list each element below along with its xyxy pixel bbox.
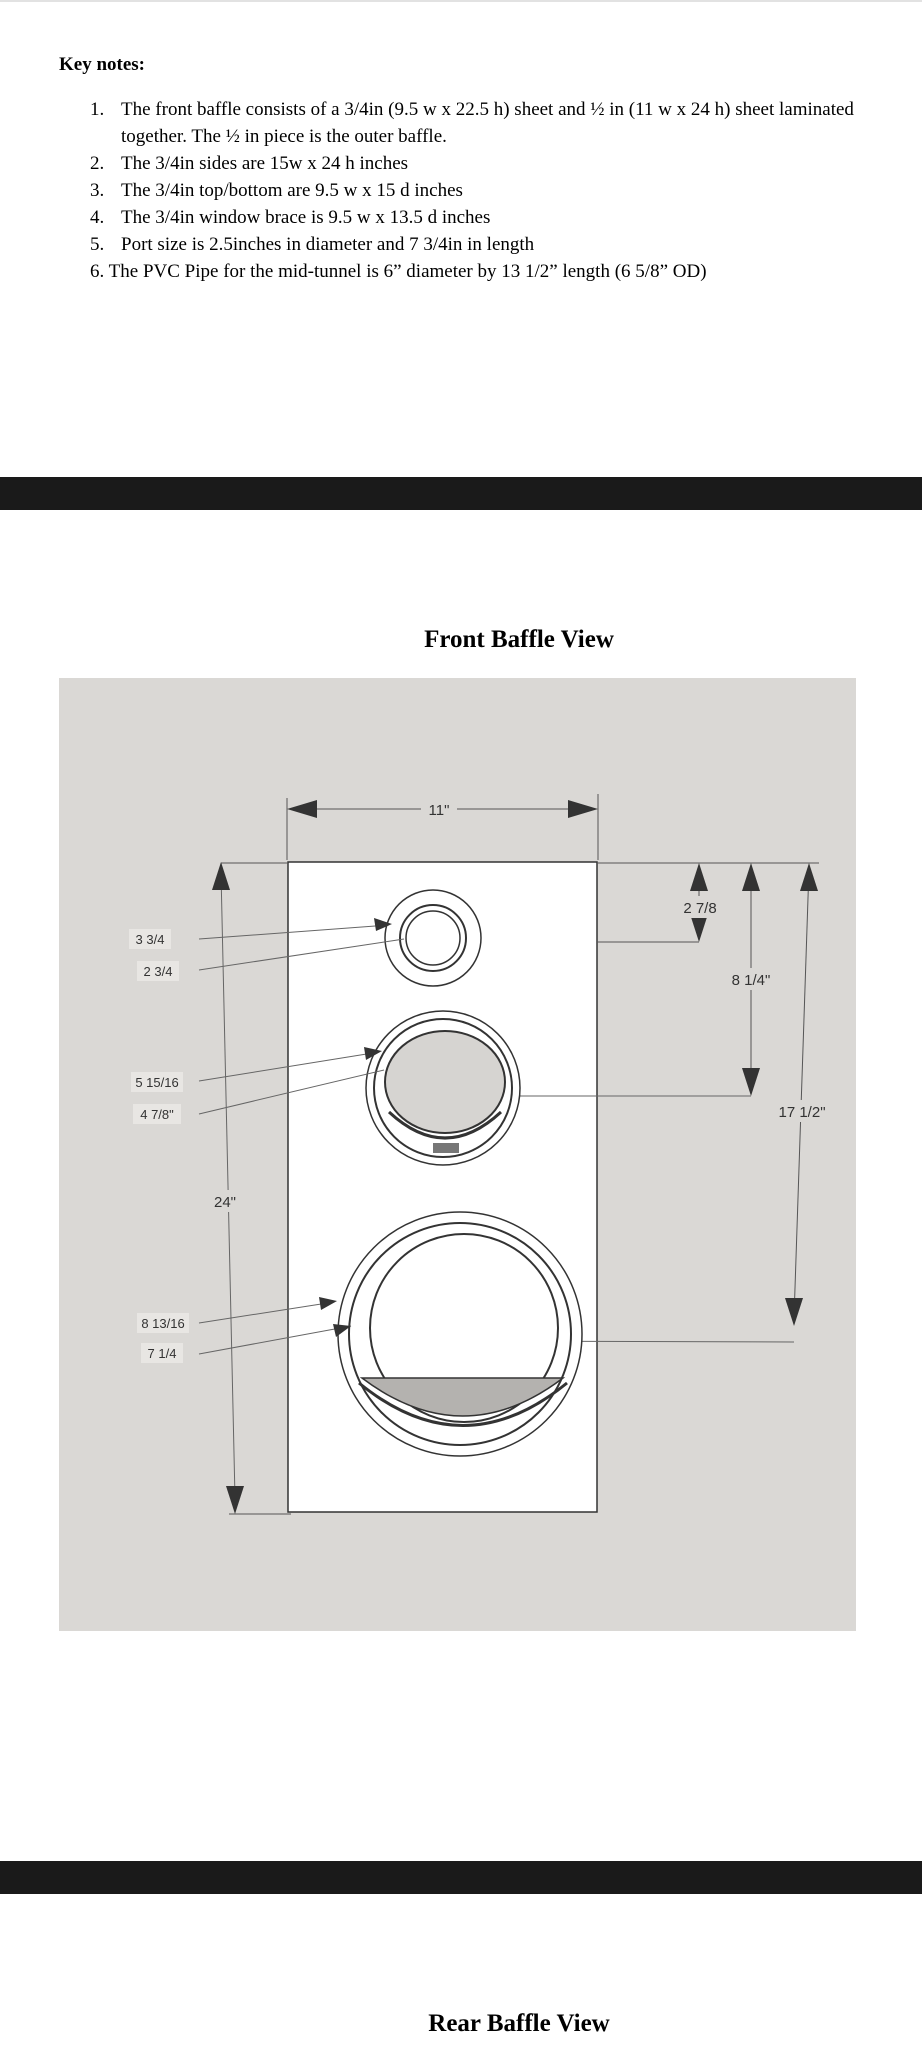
mid-offset-label: 8 1/4" [732,972,771,989]
arrow-down-icon [785,1298,803,1326]
rear-baffle-title: Rear Baffle View [428,2010,610,2037]
note-item-2: 2. The 3/4in sides are 15w x 24 h inches [90,150,920,177]
bottom-offset-label: 17 1/2" [778,1104,825,1121]
arrow-down-icon [690,914,708,942]
woofer-inner-label: 7 1/4 [148,1346,177,1361]
top-offset-label-bg [674,896,726,918]
top-divider [0,0,922,2]
mid-brace [433,1143,459,1153]
bottom-offset-label-bg [771,1100,833,1122]
note-number: 5. [90,234,105,255]
mid-offset-label-bg [723,968,779,990]
mid-tunnel-lip [387,1110,503,1140]
note-text: Port size is 2.5inches in diameter and 7… [121,234,535,255]
note-item-6: 6. The PVC Pipe for the mid-tunnel is 6”… [90,258,920,285]
note-text: The 3/4in top/bottom are 9.5 w x 15 d in… [121,180,463,201]
woofer-hole [369,1233,559,1423]
arrow-up-icon [690,863,708,891]
front-baffle-title: Front Baffle View [424,626,614,653]
arrow-left-icon [287,800,317,818]
height-label-bg [209,1190,241,1212]
note-number: 3. [90,180,105,201]
mid-outer-label: 5 15/16 [135,1075,178,1090]
page-separator [0,477,922,510]
note-item-3: 3. The 3/4in top/bottom are 9.5 w x 15 d… [90,177,920,204]
port-inner-label: 2 3/4 [144,964,173,979]
note-number: 6. [90,261,105,282]
port-inner-label-bg [137,961,179,981]
note-number: 1. [90,99,105,120]
bottom-offset-line [793,867,810,1319]
leader-line [198,938,405,971]
note-item-4: 4. The 3/4in window brace is 9.5 w x 13.… [90,204,920,231]
note-item-5: 5. Port size is 2.5inches in diameter an… [90,231,920,258]
note-text: The 3/4in sides are 15w x 24 h inches [121,153,409,174]
leader-line [198,1051,380,1082]
leader-line [198,924,390,940]
arrow-right-icon [568,800,598,818]
baffle-drawing: 11" 24" 2 7/8 8 1/4" 17 1/2" [129,794,833,1515]
height-label: 24" [214,1194,236,1211]
top-offset-label: 2 7/8 [683,900,716,917]
arrow-up-icon [800,863,818,891]
notes-list: 1. The front baffle consists of a 3/4in … [90,96,920,285]
note-text: The 3/4in window brace is 9.5 w x 13.5 d… [121,207,491,228]
note-item-1: 1. The front baffle consists of a 3/4in … [90,96,920,150]
woofer-outer-label-bg [137,1313,189,1333]
height-dim-line [220,872,236,1499]
arrow-right-icon [374,918,392,931]
arrow-down-icon [226,1486,244,1514]
mid-tunnel [384,1030,506,1134]
woofer-inner-label-bg [141,1343,183,1363]
leader-line [198,1325,352,1355]
port-outer-label-bg [129,929,171,949]
mid-outer-label-bg [131,1072,183,1092]
leader-line [198,1069,385,1115]
width-label: 11" [429,802,450,819]
port-hole [405,910,461,966]
width-label-bg [421,799,457,819]
note-text: The PVC Pipe for the mid-tunnel is 6” di… [108,261,707,282]
arrow-right-icon [364,1047,382,1060]
note-text: The front baffle consists of a 3/4in (9.… [121,99,854,147]
mid-inner-label: 4 7/8" [140,1107,174,1122]
note-number: 4. [90,207,105,228]
page-separator [0,1861,922,1894]
woofer-outer-label: 8 13/16 [141,1316,184,1331]
woofer-lip [358,1381,568,1427]
woofer-shadow [359,1377,566,1417]
arrow-down-icon [742,1068,760,1096]
mid-inner-label-bg [133,1104,181,1124]
arrow-up-icon [742,863,760,891]
notes-heading: Key notes: [59,54,146,75]
arrow-up-icon [212,862,230,890]
front-baffle-diagram: 11" 24" 2 7/8 8 1/4" 17 1/2" [59,678,856,1631]
note-number: 2. [90,153,105,174]
leader-line [198,1301,335,1324]
arrow-right-icon [319,1297,337,1310]
port-outer-label: 3 3/4 [136,932,165,947]
arrow-right-icon [333,1324,351,1337]
